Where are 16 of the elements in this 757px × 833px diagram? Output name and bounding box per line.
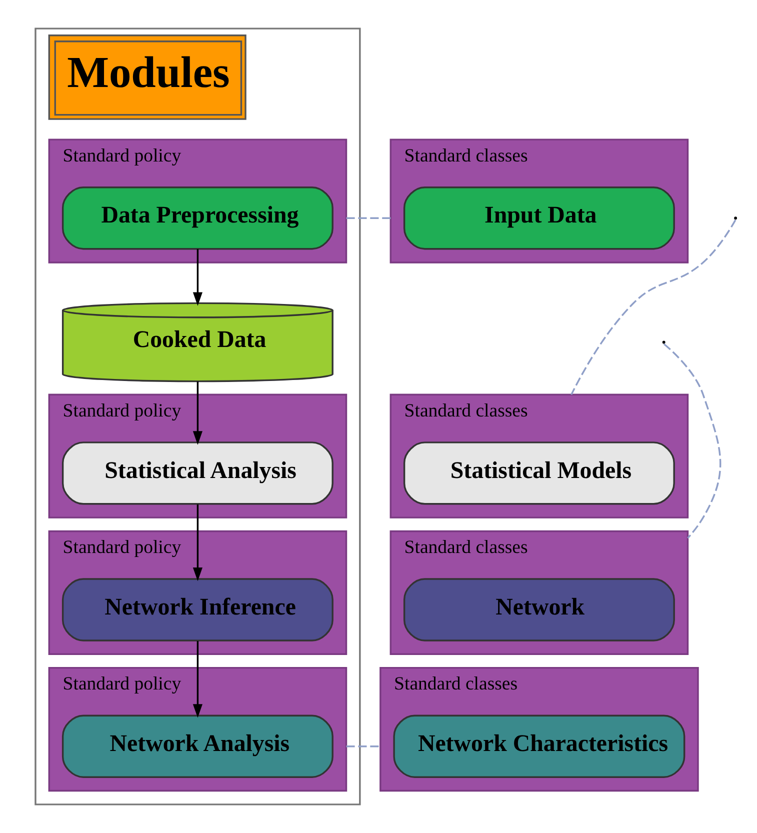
arrow	[192, 382, 202, 445]
node-box: Network	[402, 578, 674, 642]
connector	[570, 219, 736, 396]
arrow	[192, 249, 202, 306]
arrow	[192, 504, 202, 582]
node-box: Network Inference	[61, 578, 333, 642]
node-box: Input Data	[402, 186, 674, 250]
node-box: Network Characteristics	[392, 714, 685, 778]
node-box: Data Preprocessing	[61, 186, 333, 250]
node-box: Statistical Analysis	[61, 442, 333, 505]
connector	[662, 343, 721, 539]
node-box: Statistical Models	[402, 442, 674, 505]
arrow	[192, 641, 202, 718]
node-box: Network Analysis	[61, 714, 333, 778]
connector	[346, 746, 380, 748]
connector	[346, 217, 390, 219]
